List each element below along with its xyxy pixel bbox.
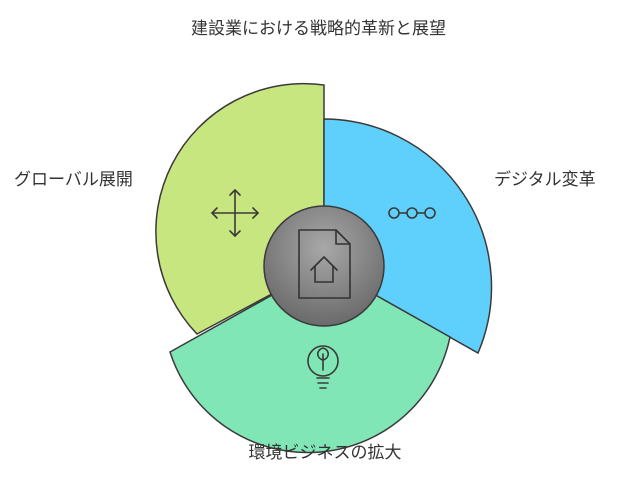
connected-nodes-icon [388,207,436,219]
segment-env[interactable] [169,265,451,454]
segment-digital[interactable] [323,118,493,355]
sprout-bulb-icon [307,345,339,389]
label-global-expansion: グローバル展開 [14,170,133,190]
diagram-title: 建設業における戦略的革新と展望 [191,19,446,39]
document-house-icon [298,229,351,299]
move-arrows-icon [211,189,259,237]
label-digital-transformation: デジタル変革 [494,170,596,190]
center-circle [263,205,385,327]
label-environmental-business: 環境ビジネスの拡大 [248,443,402,463]
